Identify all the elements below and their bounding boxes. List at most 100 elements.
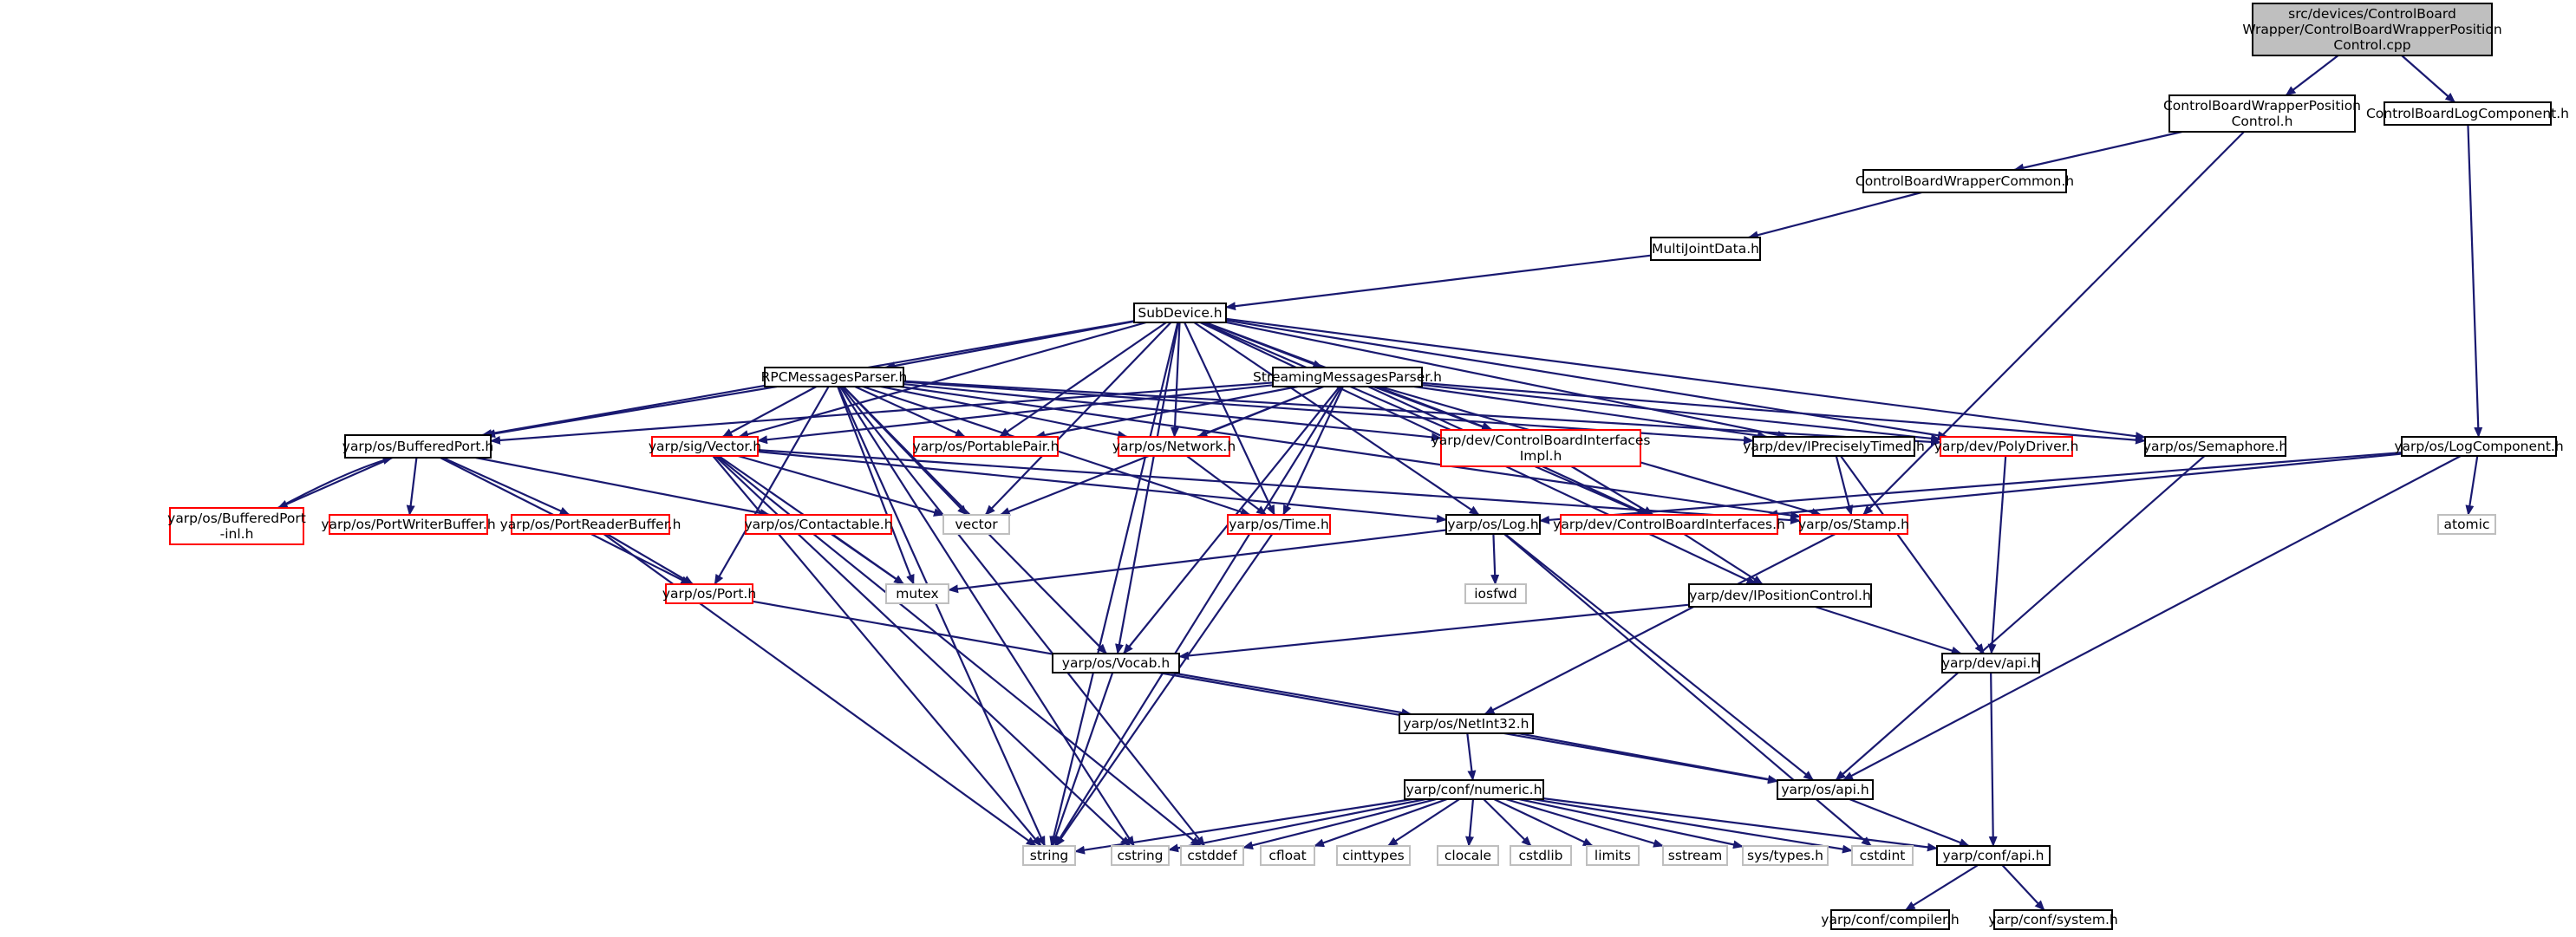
node-mutex: mutex (885, 583, 949, 604)
node-label: yarp/os/Network.h (1112, 439, 1236, 454)
edge-numeric-to-string (1074, 797, 1413, 855)
node-bport[interactable]: yarp/os/BufferedPort.h (342, 434, 493, 459)
edge-rpc-to-mutex (837, 386, 915, 585)
node-label: yarp/os/Vocab.h (1062, 655, 1170, 671)
node-label: StreamingMessagesParser.h (1253, 369, 1442, 385)
node-box (1560, 514, 1778, 535)
node-pwb[interactable]: yarp/os/PortWriterBuffer.h (321, 514, 496, 535)
node-label: yarp/os/Contactable.h (744, 517, 892, 532)
node-time[interactable]: yarp/os/Time.h (1227, 514, 1331, 535)
node-rpc[interactable]: RPCMessagesParser.h (761, 367, 908, 387)
node-box (2401, 436, 2557, 457)
node-label: yarp/os/Stamp.h (1798, 517, 1909, 532)
edge-smp-to-string (1053, 386, 1343, 847)
node-label: sstream (1668, 848, 1722, 863)
node-root[interactable]: src/devices/ControlBoardWrapper/ControlB… (2242, 3, 2502, 56)
node-box (1742, 845, 1829, 866)
edge-numeric-to-cfloat (1314, 797, 1448, 848)
node-stamp[interactable]: yarp/os/Stamp.h (1798, 514, 1909, 535)
node-vocab[interactable]: yarp/os/Vocab.h (1052, 653, 1180, 673)
node-devapi[interactable]: yarp/dev/api.h (1941, 653, 2040, 673)
edge-numeric-to-sstream (1505, 797, 1665, 848)
node-sema[interactable]: yarp/os/Semaphore.h (2143, 436, 2287, 457)
node-box (329, 514, 488, 535)
node-label: yarp/conf/numeric.h (1406, 782, 1542, 797)
node-label: Wrapper/ControlBoardWrapperPosition (2242, 22, 2501, 37)
node-label: ControlBoardLogComponent.h (2366, 106, 2569, 121)
node-cbi[interactable]: yarp/dev/ControlBoardInterfaces.h (1553, 514, 1785, 535)
node-label: RPCMessagesParser.h (761, 369, 908, 385)
edge-confapi-to-compiler (1904, 864, 1979, 911)
edge-rpc-to-string (837, 386, 1047, 847)
node-ipc[interactable]: yarp/dev/IPositionControl.h (1688, 583, 1872, 608)
node-cont[interactable]: yarp/os/Contactable.h (744, 514, 893, 535)
node-box (1118, 436, 1230, 457)
node-label: yarp/os/BufferedPort (167, 511, 306, 526)
edge-numeric-to-clocale (1465, 798, 1475, 847)
node-layer: src/devices/ControlBoardWrapper/ControlB… (167, 3, 2569, 930)
node-subdev[interactable]: SubDevice.h (1133, 303, 1227, 323)
node-smp[interactable]: StreamingMessagesParser.h (1253, 367, 1442, 387)
node-clocale: clocale (1437, 845, 1499, 866)
edge-bport-to-cont (475, 456, 771, 517)
edge-olc-to-osapi (1842, 455, 2462, 781)
node-box (1993, 909, 2113, 930)
node-numeric[interactable]: yarp/conf/numeric.h (1404, 779, 1544, 800)
node-cbwc[interactable]: ControlBoardWrapperCommon.h (1855, 169, 2074, 193)
edge-ni32-to-numeric (1466, 732, 1477, 781)
node-ni32[interactable]: yarp/os/NetInt32.h (1399, 713, 1534, 734)
node-log[interactable]: yarp/os/Log.h (1445, 514, 1541, 535)
node-compiler[interactable]: yarp/conf/compiler.h (1821, 909, 1960, 930)
node-confapi[interactable]: yarp/conf/api.h (1936, 845, 2051, 866)
node-pdrv[interactable]: yarp/dev/PolyDriver.h (1934, 436, 2079, 457)
edge-smp-to-sema (1421, 381, 2146, 445)
edge-numeric-to-systypes (1518, 797, 1744, 849)
node-label: atomic (2444, 517, 2490, 532)
edge-cbii-to-cbi (1570, 465, 1654, 516)
edge-olc-to-cbi (1767, 452, 2403, 518)
edge-smp-to-cbii (1373, 385, 1492, 432)
node-label: iosfwd (1474, 586, 1517, 602)
node-cfloat: cfloat (1260, 845, 1315, 866)
edge-vocab-to-string (1051, 672, 1114, 847)
node-cblc[interactable]: ControlBoardLogComponent.h (2366, 101, 2569, 126)
node-box (1227, 514, 1331, 535)
node-cinttypes: cinttypes (1336, 845, 1411, 866)
node-port[interactable]: yarp/os/Port.h (662, 583, 756, 604)
node-bpinl[interactable]: yarp/os/BufferedPort-inl.h (167, 507, 306, 545)
edge-olc-to-log (1539, 451, 2403, 524)
node-prb[interactable]: yarp/os/PortReaderBuffer.h (500, 514, 681, 535)
edge-ipt-to-devapi (1840, 455, 1985, 654)
edge-olc-to-atomic (2465, 455, 2479, 516)
edge-cbwpc-to-cbwc (2013, 130, 2182, 172)
node-osapi[interactable]: yarp/os/api.h (1777, 779, 1874, 800)
node-label: -inl.h (220, 526, 254, 542)
edge-rpc-to-net (880, 385, 1129, 439)
edge-osapi-to-confapi (1849, 797, 1970, 848)
node-atomic: atomic (2437, 514, 2496, 535)
node-box (2437, 514, 2496, 535)
node-box (1052, 653, 1180, 673)
node-label: yarp/conf/system.h (1988, 912, 2117, 927)
node-box (1111, 845, 1170, 866)
edge-svec-to-string (712, 455, 1042, 847)
node-box (1941, 653, 2040, 673)
node-label: cstdint (1860, 848, 1906, 863)
node-label: yarp/dev/ControlBoardInterfaces.h (1553, 517, 1785, 532)
node-system[interactable]: yarp/conf/system.h (1988, 909, 2118, 930)
edge-root-to-cblc (2401, 55, 2456, 103)
node-mjd[interactable]: MultiJointData.h (1650, 237, 1761, 261)
node-box (1862, 169, 2067, 193)
node-svec[interactable]: yarp/sig/Vector.h (649, 436, 761, 457)
node-olc[interactable]: yarp/os/LogComponent.h (2394, 436, 2564, 457)
node-cstring: cstring (1111, 845, 1170, 866)
edge-bport-to-bpinl (277, 456, 393, 510)
edge-svec-to-log (757, 450, 1447, 524)
node-ppair[interactable]: yarp/os/PortablePair.h (913, 436, 1060, 457)
edge-numeric-to-cstring (1168, 797, 1426, 853)
node-label: cinttypes (1342, 848, 1404, 863)
node-net[interactable]: yarp/os/Network.h (1112, 436, 1236, 457)
node-ipt[interactable]: yarp/dev/IPreciselyTimed.h (1743, 436, 1925, 457)
